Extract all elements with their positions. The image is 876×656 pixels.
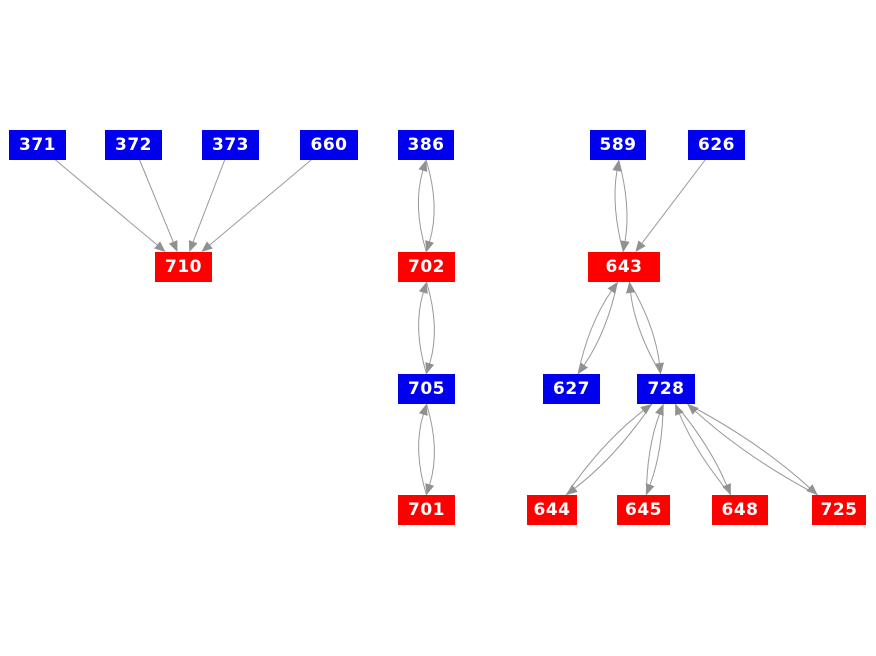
node-label: 648 <box>721 499 759 520</box>
graph-node-589[interactable]: 589 <box>590 130 646 160</box>
node-label: 702 <box>408 256 445 277</box>
node-label: 645 <box>625 499 662 520</box>
graph-node-645[interactable]: 645 <box>617 495 670 525</box>
graph-node-728[interactable]: 728 <box>637 374 695 404</box>
graph-node-626[interactable]: 626 <box>688 130 745 160</box>
node-label: 644 <box>533 499 571 520</box>
node-label: 372 <box>115 134 152 155</box>
node-label: 386 <box>407 134 445 155</box>
graph-node-627[interactable]: 627 <box>543 374 600 404</box>
node-label: 728 <box>647 378 685 399</box>
node-label: 725 <box>820 499 858 520</box>
graph-node-710[interactable]: 710 <box>155 252 212 282</box>
node-label: 626 <box>698 134 735 155</box>
node-label: 371 <box>19 134 56 155</box>
node-label: 643 <box>605 256 643 277</box>
node-label: 705 <box>408 378 445 399</box>
graph-node-644[interactable]: 644 <box>527 495 577 525</box>
graph-node-386[interactable]: 386 <box>398 130 454 160</box>
node-label: 373 <box>212 134 249 155</box>
node-label: 710 <box>165 256 202 277</box>
graph-node-373[interactable]: 373 <box>202 130 259 160</box>
graph-node-702[interactable]: 702 <box>398 252 455 282</box>
node-label: 627 <box>553 378 590 399</box>
graph-node-371[interactable]: 371 <box>9 130 66 160</box>
graph-node-705[interactable]: 705 <box>398 374 455 404</box>
graph-node-701[interactable]: 701 <box>398 495 455 525</box>
node-label: 701 <box>408 499 445 520</box>
graph-node-372[interactable]: 372 <box>105 130 162 160</box>
node-label: 589 <box>599 134 637 155</box>
graph-node-648[interactable]: 648 <box>712 495 768 525</box>
graph-node-643[interactable]: 643 <box>588 252 660 282</box>
node-label: 660 <box>310 134 348 155</box>
graph-node-725[interactable]: 725 <box>812 495 866 525</box>
graph-node-660[interactable]: 660 <box>300 130 358 160</box>
